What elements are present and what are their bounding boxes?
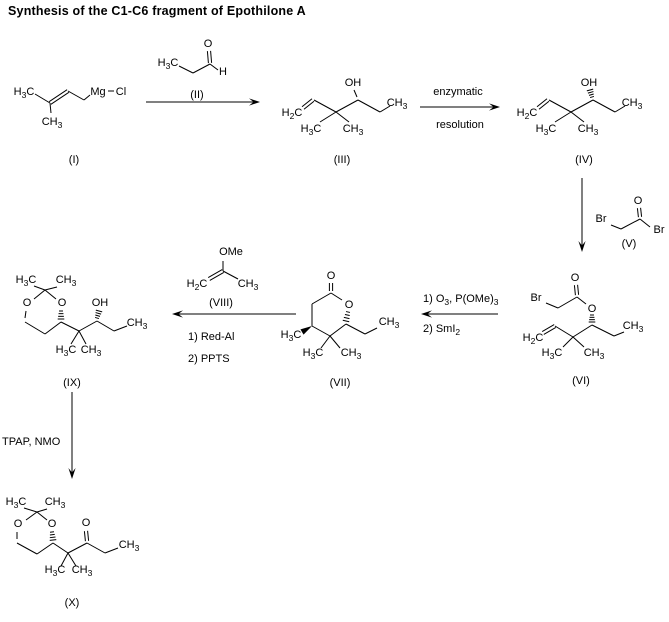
- compound-label: (V): [622, 238, 637, 250]
- atom-label: H3C: [303, 347, 324, 361]
- label-resolution: resolution: [436, 119, 484, 131]
- atom-label: O: [82, 517, 91, 529]
- atom-label: H2C: [187, 278, 208, 292]
- atom-label: O: [634, 195, 643, 207]
- compound-label: (III): [334, 154, 351, 166]
- structure-I-prenylmagnesium-chloride: H3C CH3 Mg Cl (I): [14, 86, 127, 166]
- compound-label: (IX): [63, 377, 81, 389]
- atom-label: CH3: [72, 564, 93, 578]
- atom-label: H2C: [517, 107, 538, 121]
- atom-label: O: [327, 270, 336, 282]
- atom-label: H: [219, 66, 227, 78]
- atom-label: CH3: [238, 278, 259, 292]
- arrowhead: [68, 468, 76, 479]
- atom-label: O: [345, 299, 354, 311]
- atom-label: O: [571, 272, 580, 284]
- compound-label: (X): [65, 597, 80, 609]
- label-tpap-nmo: TPAP, NMO: [2, 436, 61, 448]
- compound-label: (VI): [572, 375, 590, 387]
- atom-label: H2C: [523, 332, 544, 346]
- compound-label: (IV): [575, 154, 593, 166]
- arrowhead: [249, 98, 260, 106]
- atom-label: CH3: [578, 123, 599, 137]
- arrowhead: [421, 310, 432, 318]
- atom-label: CH3: [341, 347, 362, 361]
- structure-II-propanal: H3C O H (II): [158, 38, 227, 101]
- compound-label: (VIII): [209, 297, 233, 309]
- label-smi2-step: 2) SmI2: [423, 323, 460, 337]
- atom-label: OMe: [219, 246, 243, 258]
- atom-label: Cl: [116, 86, 126, 98]
- atom-label: OH: [92, 297, 109, 309]
- arrowhead: [172, 310, 183, 318]
- structure-V-bromoacetyl-bromide: Br O Br (V): [596, 195, 665, 250]
- atom-label: CH3: [119, 539, 140, 553]
- atom-label: CH3: [81, 344, 102, 358]
- label-enzymatic: enzymatic: [433, 86, 483, 98]
- atom-label: Mg: [90, 86, 105, 98]
- atom-label: Br: [654, 224, 665, 236]
- scheme-title: Synthesis of the C1-C6 fragment of Epoth…: [8, 4, 306, 18]
- atom-label: CH3: [623, 320, 644, 334]
- arrow-vii-to-ix: [172, 310, 296, 318]
- atom-label: CH3: [343, 123, 364, 137]
- arrow-enzymatic-resolution: [420, 103, 500, 111]
- atom-label: CH3: [56, 274, 77, 288]
- atom-label: H2C: [282, 107, 303, 121]
- atom-label: O: [588, 303, 597, 315]
- atom-label: H3C: [536, 123, 557, 137]
- atom-label: H3C: [158, 57, 179, 71]
- atom-label: H3C: [6, 496, 27, 510]
- label-redal-step: 1) Red-Al: [188, 331, 234, 343]
- atom-label: O: [14, 518, 23, 530]
- arrowhead: [578, 241, 586, 252]
- atom-label: H3C: [16, 274, 37, 288]
- label-ozone-step: 1) O3, P(OMe)3: [423, 293, 499, 307]
- atom-label: O: [58, 297, 67, 309]
- label-ppts-step: 2) PPTS: [188, 353, 230, 365]
- atom-label: CH3: [127, 317, 148, 331]
- arrow-ix-to-x: [68, 392, 76, 479]
- atom-label: Br: [531, 292, 542, 304]
- compound-label: (VII): [330, 377, 351, 389]
- atom-label: H3C: [14, 86, 35, 100]
- atom-label: CH3: [379, 316, 400, 330]
- compound-label: (II): [190, 89, 203, 101]
- atom-label: OH: [581, 77, 598, 89]
- atom-label: CH3: [387, 97, 408, 111]
- compound-label: (I): [69, 154, 79, 166]
- atom-label: CH3: [584, 347, 605, 361]
- atom-label: H3C: [281, 329, 302, 343]
- arrowhead: [489, 103, 500, 111]
- arrow-i-to-iii: [146, 98, 260, 106]
- atom-label: O: [48, 518, 57, 530]
- arrow-iv-to-vi: [578, 178, 586, 252]
- atom-label: CH3: [42, 116, 63, 130]
- atom-label: H3C: [56, 344, 77, 358]
- atom-label: CH3: [622, 97, 643, 111]
- atom-label: H3C: [542, 347, 563, 361]
- atom-label: O: [23, 297, 32, 309]
- atom-label: OH: [345, 77, 362, 89]
- atom-label: Br: [596, 213, 607, 225]
- atom-label: CH3: [45, 496, 66, 510]
- atom-label: H3C: [301, 123, 322, 137]
- atom-label: H3C: [45, 564, 66, 578]
- arrow-vi-to-vii: [421, 310, 498, 318]
- atom-label: O: [204, 38, 213, 50]
